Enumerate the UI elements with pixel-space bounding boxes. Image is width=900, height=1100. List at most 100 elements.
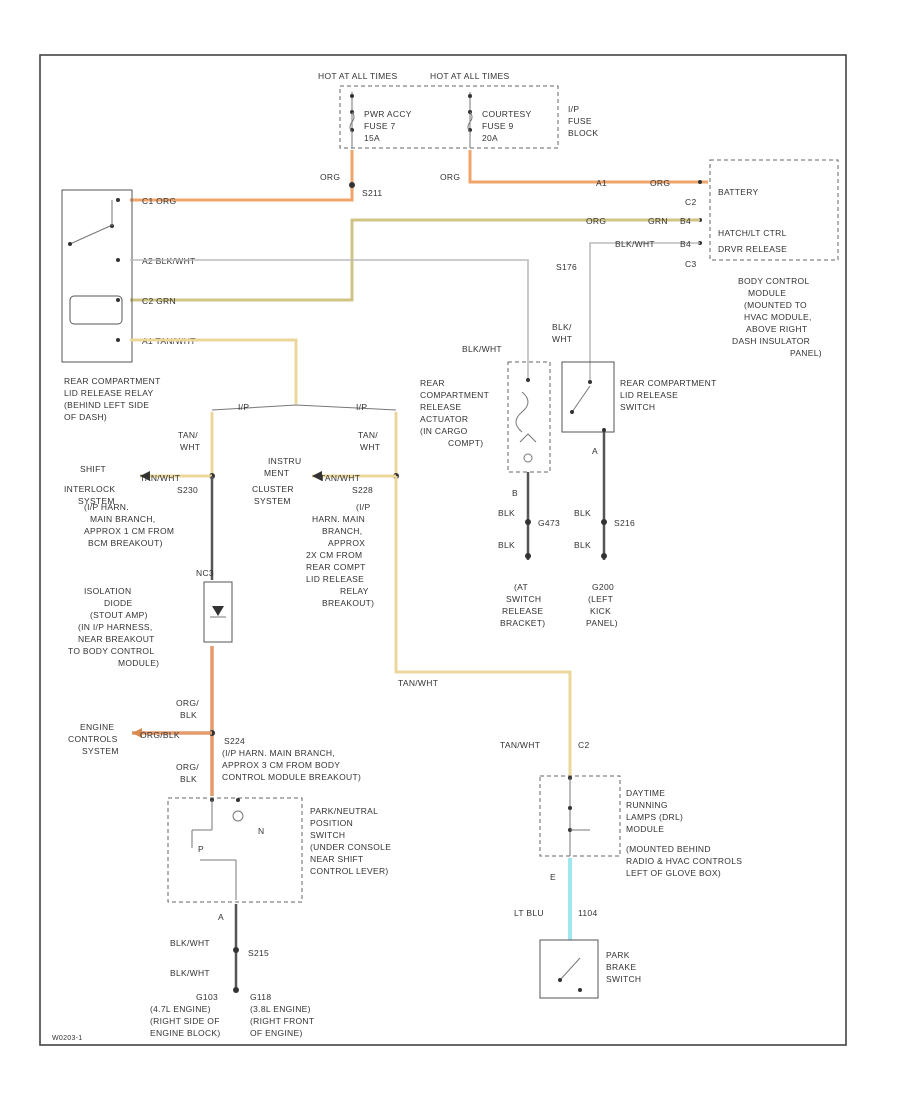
relay-outline — [61, 189, 133, 363]
blk-wht-3a: BLK/ — [552, 322, 572, 332]
fuse-9-name: COURTESY — [482, 109, 532, 119]
pnp-1: PARK/NEUTRAL — [310, 806, 378, 816]
tanwht-wire-relay — [130, 338, 298, 404]
fuse-block-label-3: BLOCK — [568, 128, 598, 138]
engine-controls-2: CONTROLS — [68, 734, 118, 744]
switch-a-label: A — [592, 446, 598, 456]
org-label-2: ORG — [440, 172, 460, 182]
park-brake-3: SWITCH — [606, 974, 641, 984]
g200-3: KICK — [590, 606, 611, 616]
pnp-outline — [167, 797, 303, 903]
s230-3: MAIN BRANCH, — [90, 514, 155, 524]
pnp-6: CONTROL LEVER) — [310, 866, 389, 876]
diagram-code: W0203-1 — [52, 1035, 83, 1042]
instr-4: SYSTEM — [254, 496, 291, 506]
orgblk-2a: ORG/ — [176, 762, 199, 772]
s216-label: S216 — [614, 518, 635, 528]
blkwht-bot-2: BLK/WHT — [170, 968, 210, 978]
tanwht-b-1: TAN/ — [358, 430, 378, 440]
isolation-diode — [203, 581, 233, 643]
s228-10: BREAKOUT) — [322, 598, 374, 608]
bcm-battery-label: BATTERY — [718, 187, 759, 197]
orgblk-1a: ORG/ — [176, 698, 199, 708]
org-wire-fuse7 — [130, 150, 354, 202]
ip-label-2: I/P — [356, 402, 367, 412]
s230-5: BCM BREAKOUT) — [88, 538, 163, 548]
park-brake-2: BRAKE — [606, 962, 636, 972]
bcm-desc-5: ABOVE RIGHT — [746, 324, 807, 334]
relay-c1-label: C1 ORG — [142, 196, 176, 206]
hot-at-all-times-label-2: HOT AT ALL TIMES — [430, 71, 509, 81]
bcm-desc-3: (MOUNTED TO — [744, 300, 807, 310]
drl-e-label: E — [550, 872, 556, 882]
fuse-7-name: PWR ACCY — [364, 109, 412, 119]
s224-2: (I/P HARN. MAIN BRANCH, — [222, 748, 335, 758]
diagram-frame — [39, 54, 847, 1046]
blk-label-4: BLK — [574, 540, 591, 550]
drl-2: RUNNING — [626, 800, 668, 810]
g103-2: (4.7L ENGINE) — [150, 1004, 211, 1014]
g118-3: (RIGHT FRONT — [250, 1016, 314, 1026]
isolation-5: NEAR BREAKOUT — [78, 634, 155, 644]
bcm-hatch-label-1: HATCH/LT CTRL — [718, 228, 787, 238]
actuator-1: REAR — [420, 378, 445, 388]
relay-desc-2: LID RELEASE RELAY — [64, 388, 154, 398]
isolation-3: (STOUT AMP) — [90, 610, 148, 620]
g473-desc-4: BRACKET) — [500, 618, 545, 628]
s211-label: S211 — [362, 188, 382, 198]
pnp-n-label: N — [258, 826, 264, 836]
org-label-1: ORG — [320, 172, 340, 182]
g200-1: G200 — [592, 582, 614, 592]
actuator-3: RELEASE — [420, 402, 461, 412]
g103-4: ENGINE BLOCK) — [150, 1028, 221, 1038]
relay-desc-1: REAR COMPARTMENT — [64, 376, 161, 386]
tanwht-c-label: TAN/WHT — [140, 473, 180, 483]
hot-at-all-times-label-1: HOT AT ALL TIMES — [318, 71, 397, 81]
org-label-3: ORG — [650, 178, 670, 188]
bcm-desc-2: MODULE — [748, 288, 786, 298]
s228-5: APPROX — [328, 538, 365, 548]
drl-6: RADIO & HVAC CONTROLS — [626, 856, 742, 866]
b4-pin-label: B4 — [680, 216, 691, 226]
g103-1: G103 — [196, 992, 218, 1002]
ip-connector-break — [211, 404, 397, 411]
tanwht-to-drl — [394, 476, 572, 776]
orgblk-2b: BLK — [180, 774, 197, 784]
bcm-desc-1: BODY CONTROL — [738, 276, 809, 286]
park-brake-switch — [539, 939, 599, 999]
g473-desc-2: SWITCH — [506, 594, 541, 604]
fuse-block-label-1: I/P — [568, 104, 579, 114]
actuator-4: ACTUATOR — [420, 414, 468, 424]
s224-3: APPROX 3 CM FROM BODY — [222, 760, 340, 770]
drl-outline — [539, 775, 621, 857]
shift-interlock-2: INTERLOCK — [64, 484, 115, 494]
tanwht-drl-label-2: TAN/WHT — [500, 740, 540, 750]
tanwht-d-label: TAN/WHT — [320, 473, 360, 483]
g473-label: G473 — [538, 518, 560, 528]
g118-2: (3.8L ENGINE) — [250, 1004, 311, 1014]
park-brake-1: PARK — [606, 950, 630, 960]
fuse-7-rating: 15A — [364, 133, 380, 143]
bcm-desc-6: DASH INSULATOR — [732, 336, 810, 346]
isolation-1: ISOLATION — [84, 586, 131, 596]
pnp-5: NEAR SHIFT — [310, 854, 364, 864]
isolation-2: DIODE — [104, 598, 132, 608]
fuse-7-symbol — [349, 111, 355, 133]
lid-release-switch — [561, 361, 615, 433]
g118-1: G118 — [250, 992, 271, 1002]
bcm-c3-label: C3 — [685, 259, 696, 269]
s228-4: BRANCH, — [322, 526, 362, 536]
relay-coil — [69, 295, 123, 325]
instr-1: INSTRU — [268, 456, 301, 466]
g200-2: (LEFT — [588, 594, 613, 604]
blk-label-3: BLK — [574, 508, 591, 518]
relay-a2-label: A2 BLK/WHT — [142, 256, 196, 266]
relay-desc-4: OF DASH) — [64, 412, 107, 422]
s228-9: RELAY — [340, 586, 369, 596]
blkwht-label-2: BLK/WHT — [462, 344, 502, 354]
instr-3: CLUSTER — [252, 484, 294, 494]
bcm-hatch-label-2: DRVR RELEASE — [718, 244, 787, 254]
nc3-label: NC3 — [196, 568, 214, 578]
tanwht-b-2: WHT — [360, 442, 380, 452]
